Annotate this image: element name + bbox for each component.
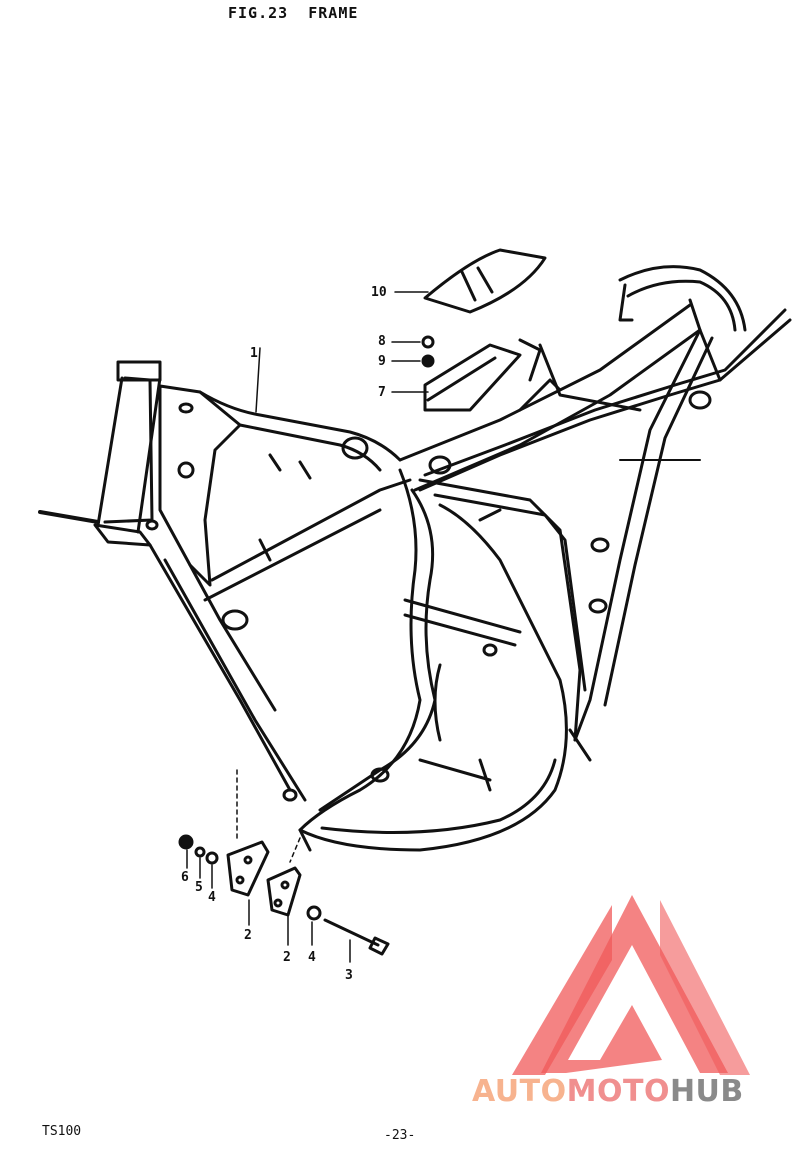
callout-10: 10 xyxy=(371,285,387,300)
figure-title: FIG.23 FRAME xyxy=(228,4,359,22)
callout-9: 9 xyxy=(378,354,386,369)
callout-6: 6 xyxy=(181,870,189,885)
callout-2-right: 2 xyxy=(283,950,291,965)
top-tube xyxy=(198,303,702,492)
callout-7: 7 xyxy=(378,385,386,400)
watermark-hub: HUB xyxy=(669,1074,744,1109)
bolt-8 xyxy=(421,335,435,349)
watermark-moto: MOTO xyxy=(566,1074,670,1109)
engine-mount-plate-right xyxy=(266,866,302,917)
callout-5: 5 xyxy=(195,880,203,895)
head-tube xyxy=(38,360,162,547)
watermark-logo xyxy=(512,895,750,1075)
washer-5 xyxy=(194,846,206,858)
down-tube xyxy=(148,478,412,802)
cross-members xyxy=(258,378,712,802)
cover-10 xyxy=(423,248,547,314)
callout-1: 1 xyxy=(250,346,258,361)
gusset-plate xyxy=(145,384,242,587)
page-number: -23- xyxy=(384,1128,416,1143)
callout-2-left: 2 xyxy=(244,928,252,943)
callout-8: 8 xyxy=(378,334,386,349)
washer-4-left xyxy=(205,851,219,865)
callout-3: 3 xyxy=(345,968,353,983)
nut-6 xyxy=(178,834,194,850)
bolt-3 xyxy=(323,918,390,956)
nut-9 xyxy=(421,354,435,368)
leader-lines xyxy=(186,291,429,963)
model-code: TS100 xyxy=(42,1124,82,1139)
callout-4-right: 4 xyxy=(308,950,316,965)
engine-mount-plate-left xyxy=(226,840,270,897)
bracket-plate xyxy=(423,338,542,412)
washer-4-right xyxy=(306,905,322,921)
watermark-auto: AUTO xyxy=(472,1074,567,1109)
callout-4-left: 4 xyxy=(208,890,216,905)
cradle-loop xyxy=(298,468,587,852)
watermark-text: AUTOMOTOHUB xyxy=(472,1074,744,1109)
seat-rail xyxy=(418,265,792,742)
